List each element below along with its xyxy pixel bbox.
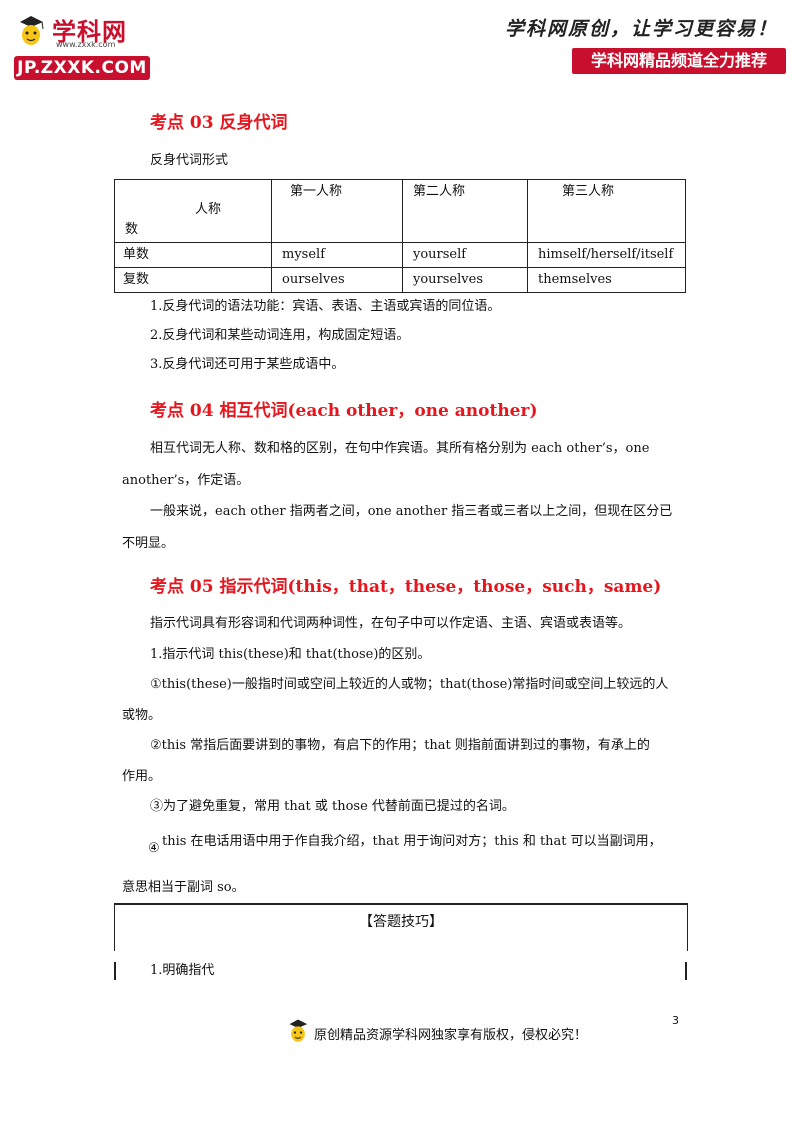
table-cell: myself — [271, 242, 403, 268]
paragraph-line: 相互代词无人称、数和格的区别，在句中作宾语。其所有格分别为 each other… — [150, 441, 650, 456]
table-cell: yourself — [402, 242, 528, 268]
channel-badge: 学科网精品频道全力推荐 — [572, 48, 786, 74]
list-item: 3.反身代词还可用于某些成语中。 — [150, 357, 345, 372]
table-cell: ourselves — [271, 267, 403, 293]
table-header-cell: 第三人称 — [527, 179, 686, 243]
table-cell: yourselves — [402, 267, 528, 293]
table-header-row: 人称 数 第一人称 第二人称 第三人称 — [114, 179, 686, 243]
paragraph-line: another’s，作定语。 — [122, 473, 250, 488]
table-corner-cell: 人称 数 — [114, 179, 272, 243]
logo-top: 学科网 www.zxxk.com — [12, 10, 152, 50]
paragraph-line: 意思相当于副词 so。 — [122, 880, 245, 895]
section-03-heading: 考点 03 反身代词 — [150, 113, 288, 133]
list-item: 1.反身代词的语法功能：宾语、表语、主语或宾语的同位语。 — [150, 299, 501, 314]
table-row-label: 复数 — [114, 267, 272, 293]
tips-border-left — [114, 962, 116, 980]
tips-border-right — [685, 962, 687, 980]
table-row-label: 单数 — [114, 242, 272, 268]
table-cell: himself/herself/itself — [527, 242, 686, 268]
paragraph-line: 1.指示代词 this(these)和 that(those)的区别。 — [150, 647, 431, 662]
section-05-heading: 考点 05 指示代词(this，that，these，those，such，sa… — [150, 577, 662, 597]
site-logo[interactable]: 学科网 www.zxxk.com JP.ZXXK.COM — [12, 10, 152, 80]
corner-label-person: 人称 — [195, 202, 222, 217]
mascot-icon — [20, 16, 44, 45]
table-row: 复数 ourselves yourselves themselves — [114, 267, 686, 293]
paragraph-line: ②this 常指后面要讲到的事物，有启下的作用；that 则指前面讲到过的事物，… — [150, 738, 650, 753]
paragraph-line: 不明显。 — [122, 536, 175, 551]
tips-box: 【答题技巧】 — [114, 903, 688, 951]
logo-name: 学科网 — [52, 18, 127, 46]
paragraph-line: 作用。 — [122, 769, 162, 784]
paragraph-line: 一般来说，each other 指两者之间，one another 指三者或三者… — [150, 504, 673, 519]
logo-badge: JP.ZXXK.COM — [14, 56, 150, 80]
reflexive-pronoun-table: 人称 数 第一人称 第二人称 第三人称 单数 myself yourself h… — [114, 179, 686, 293]
tips-title: 【答题技巧】 — [359, 914, 443, 930]
table-header-cell: 第一人称 — [271, 179, 403, 243]
paragraph-line: 或物。 — [122, 708, 162, 723]
table-header-cell: 第二人称 — [402, 179, 528, 243]
paragraph-line: ③为了避免重复，常用 that 或 those 代替前面已提过的名词。 — [150, 799, 515, 814]
table-cell: themselves — [527, 267, 686, 293]
tips-item: 1.明确指代 — [150, 963, 215, 978]
table-title: 反身代词形式 — [150, 153, 229, 168]
table-row: 单数 myself yourself himself/herself/itsel… — [114, 242, 686, 268]
header-slogan: 学科网原创，让学习更容易！ — [504, 18, 778, 40]
paragraph-line: ①this(these)一般指时间或空间上较近的人或物；that(those)常… — [150, 677, 669, 692]
corner-label-number: 数 — [125, 222, 139, 237]
list-marker: ④ — [148, 841, 160, 856]
paragraph-line: 指示代词具有形容词和代词两种词性，在句子中可以作定语、主语、宾语或表语等。 — [150, 616, 632, 631]
list-item: 2.反身代词和某些动词连用，构成固定短语。 — [150, 328, 410, 343]
paragraph-line: this 在电话用语中用于作自我介绍，that 用于询问对方；this 和 th… — [162, 834, 662, 849]
page-number: 3 — [672, 1014, 679, 1027]
mascot-icon — [289, 1019, 308, 1042]
copyright-notice: 原创精品资源学科网独家享有版权，侵权必究！ — [314, 1028, 588, 1043]
section-04-heading: 考点 04 相互代词(each other，one another) — [150, 401, 538, 421]
logo-url: www.zxxk.com — [56, 40, 116, 49]
